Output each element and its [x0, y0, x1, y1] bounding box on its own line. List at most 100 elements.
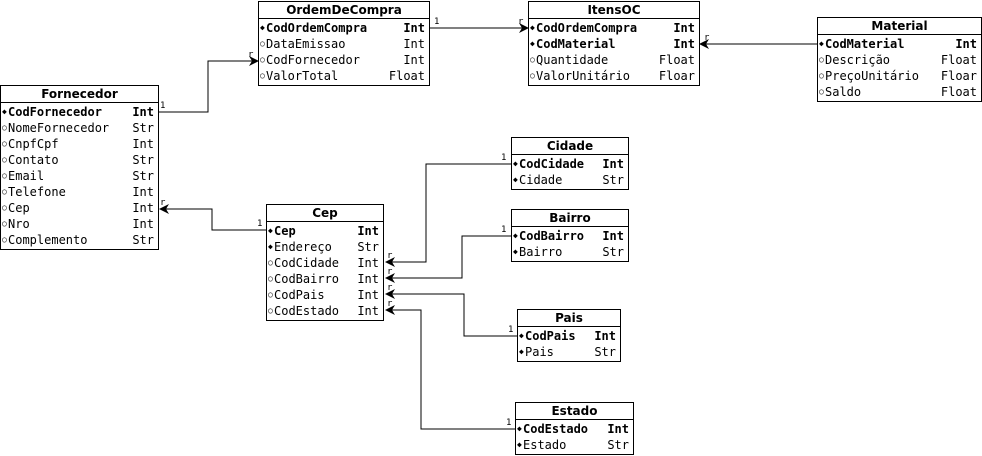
entity-title: Cidade — [512, 138, 628, 155]
cardinality-one: 1 — [508, 325, 513, 335]
link-pais-cep — [385, 289, 517, 337]
field-type: Int — [357, 304, 379, 318]
field-name: CodOrdemCompra — [536, 21, 638, 35]
field-type: Int — [132, 137, 154, 151]
attribute-circle-icon: ○ — [2, 187, 7, 196]
key-diamond-icon: ◆ — [513, 175, 518, 184]
field-type: Int — [403, 37, 425, 51]
entity-title: Fornecedor — [1, 86, 158, 103]
cardinality-many: r — [387, 251, 393, 261]
field-name: CodCidade — [519, 157, 585, 171]
cardinality-one: 1 — [501, 225, 506, 235]
cardinality-one: 1 — [160, 101, 165, 111]
field-type: Floar — [658, 69, 695, 83]
field-name: ValorTotal — [266, 69, 339, 83]
field-row[interactable]: ◆CodOrdemCompra Int — [530, 20, 699, 36]
key-diamond-icon: ◆ — [517, 440, 522, 449]
field-type: Int — [403, 53, 425, 67]
attribute-circle-icon: ○ — [819, 55, 824, 64]
key-diamond-icon: ◆ — [268, 242, 273, 251]
cardinality-many: r — [387, 299, 393, 309]
attribute-circle-icon: ○ — [268, 258, 273, 267]
cardinality-many: r — [160, 198, 166, 208]
field-type: Int — [673, 21, 695, 35]
cardinality-many: r — [387, 283, 393, 293]
field-type: Int — [602, 229, 624, 243]
attribute-circle-icon: ○ — [2, 219, 7, 228]
key-diamond-icon: ◆ — [517, 424, 522, 433]
field-type: Float — [940, 53, 977, 67]
entity-title: ItensOC — [529, 2, 699, 19]
field-name: CodMaterial — [536, 37, 616, 51]
entity-title: Cep — [267, 205, 383, 222]
key-diamond-icon: ◆ — [519, 331, 524, 340]
field-type: Str — [607, 438, 629, 452]
field-type: Int — [594, 329, 616, 343]
field-name: NomeFornecedor — [8, 121, 110, 135]
entity-title: Pais — [518, 310, 620, 327]
field-name: Email — [8, 169, 45, 183]
field-name: CodOrdemCompra — [266, 21, 368, 35]
attribute-circle-icon: ○ — [530, 71, 535, 80]
field-type: Float — [940, 85, 977, 99]
field-type: Int — [602, 157, 624, 171]
key-diamond-icon: ◆ — [819, 39, 824, 48]
key-diamond-icon: ◆ — [530, 23, 535, 32]
field-type: Str — [132, 121, 154, 135]
key-diamond-icon: ◆ — [530, 39, 535, 48]
field-row[interactable]: ○NomeFornecedor Str — [2, 120, 158, 136]
attribute-circle-icon: ○ — [2, 123, 7, 132]
entity-title: Material — [818, 18, 981, 35]
field-name: CodEstado — [274, 304, 340, 318]
field-type: Str — [132, 233, 154, 247]
